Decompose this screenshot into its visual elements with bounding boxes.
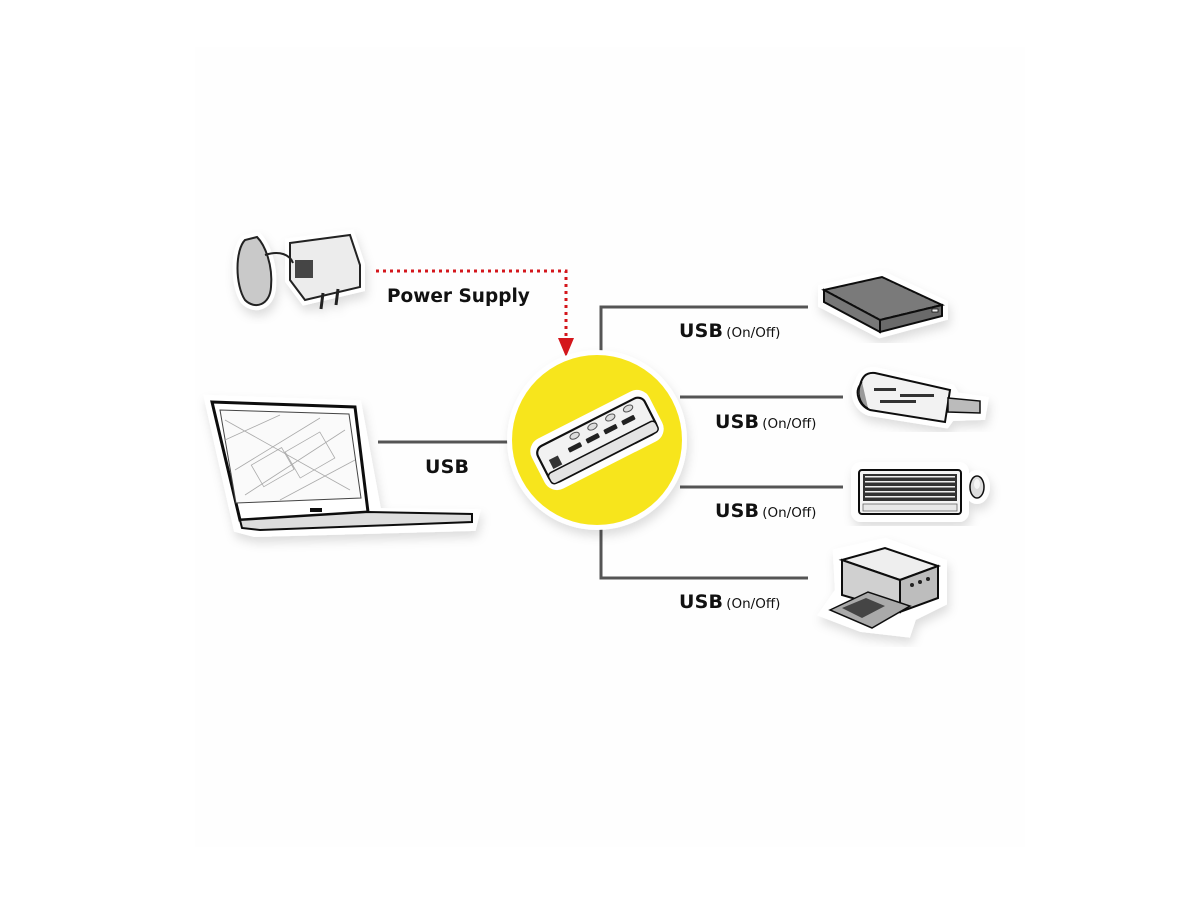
connection-lines	[378, 305, 843, 580]
device-1-onoff-text: (On/Off)	[726, 325, 781, 341]
printer-icon	[817, 537, 947, 638]
power-supply-label: Power Supply	[387, 286, 530, 307]
host-usb-label: USB	[425, 456, 469, 478]
device-4-usb-label: USB(On/Off)	[679, 591, 780, 613]
device-3-usb-text: USB	[715, 500, 760, 522]
device-2-onoff-text: (On/Off)	[762, 416, 817, 432]
device-2-usb-text: USB	[715, 411, 760, 433]
device-4-onoff-text: (On/Off)	[726, 596, 781, 612]
arrow-down-icon	[558, 338, 574, 357]
external-hdd-icon	[818, 270, 948, 339]
device-1-usb-text: USB	[679, 320, 724, 342]
keyboard-mouse-icon	[851, 462, 990, 522]
power-line	[376, 269, 574, 357]
host-usb-text: USB	[425, 456, 470, 478]
device-3-usb-label: USB(On/Off)	[715, 500, 816, 522]
printer-usb-line	[599, 525, 808, 580]
card-reader-icon	[851, 366, 989, 429]
power-adapter-icon	[232, 229, 365, 311]
laptop-icon	[203, 394, 481, 538]
device-1-usb-label: USB(On/Off)	[679, 320, 780, 342]
device-4-usb-text: USB	[679, 591, 724, 613]
device-3-onoff-text: (On/Off)	[762, 505, 817, 521]
power-supply-text: Power Supply	[387, 286, 530, 307]
usb-hub-icon	[530, 389, 664, 491]
device-2-usb-label: USB(On/Off)	[715, 411, 816, 433]
hdd-usb-line	[599, 305, 808, 356]
